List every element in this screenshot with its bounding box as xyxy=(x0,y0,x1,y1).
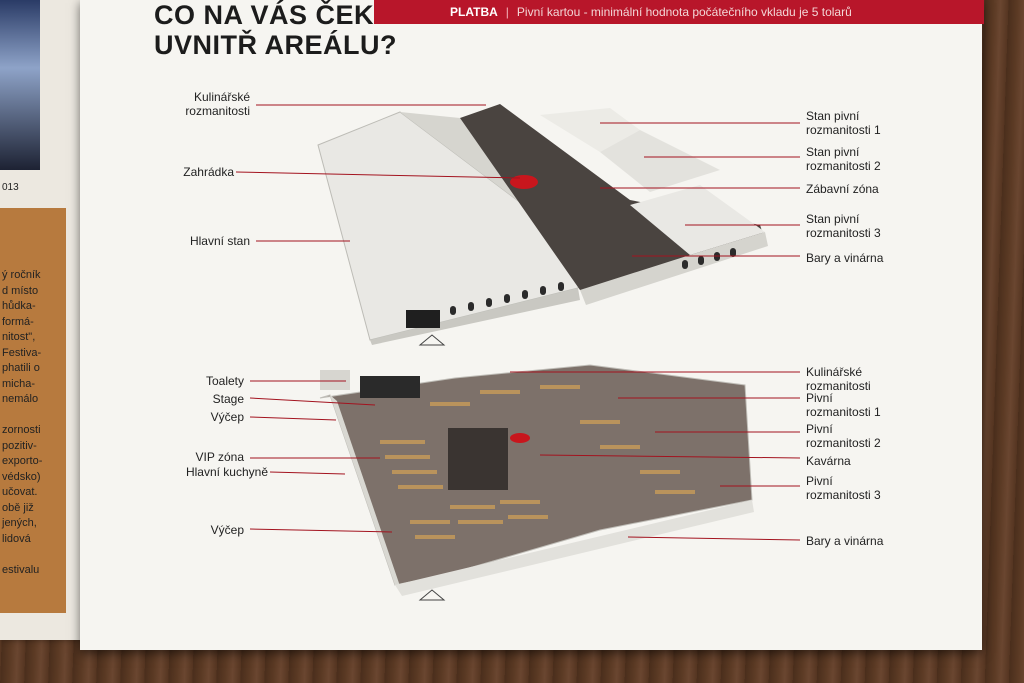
stan-3-roof xyxy=(630,185,765,255)
bottom-north-marker xyxy=(418,589,446,601)
label-kavarna: Kavárna xyxy=(806,454,851,468)
label-vycep-1: Výčep xyxy=(210,410,244,424)
label-pivni-3: Pivní rozmanitosti 3 xyxy=(806,474,881,502)
label-toalety: Toalety xyxy=(205,374,244,388)
floor-plan-left-wall xyxy=(330,395,402,592)
banner-text: Pivní kartou - minimální hodnota počáteč… xyxy=(516,5,852,19)
bottom-floor-plan xyxy=(319,364,754,601)
label-zahradka: Zahrádka xyxy=(183,165,234,179)
left-magazine-page: 013 ý ročník d místo hůdka- formá- nitos… xyxy=(0,0,84,640)
label-bary-bottom: Bary a vinárna xyxy=(806,534,884,548)
label-pivni-2: Pivní rozmanitosti 2 xyxy=(806,422,881,450)
label-vycep-2: Výčep xyxy=(210,523,244,537)
label-stan-2: Stan pivní rozmanitosti 2 xyxy=(806,145,881,173)
stage-block xyxy=(360,376,420,398)
label-stan-1: Stan pivní rozmanitosti 1 xyxy=(806,109,881,137)
label-zabavni-zona: Zábavní zóna xyxy=(806,182,879,196)
label-hlavni-kuchyne: Hlavní kuchyně xyxy=(185,465,268,479)
label-stage: Stage xyxy=(212,392,244,406)
heading-line-2: UVNITŘ AREÁLU? xyxy=(154,30,397,60)
stan-2-roof xyxy=(600,130,720,192)
top-tent-render xyxy=(317,104,768,346)
label-vip-zona: VIP zóna xyxy=(195,450,244,464)
side-wall xyxy=(580,232,768,305)
label-kulinarske-top: Kulinářské rozmanitosti xyxy=(185,90,250,118)
bench-rows xyxy=(380,385,695,539)
stan-1-roof xyxy=(540,108,640,152)
top-north-marker xyxy=(418,334,446,346)
zahradka-red-tent xyxy=(510,175,538,189)
left-magazine-year: 013 xyxy=(2,182,19,193)
payment-banner: PLATBA | Pivní kartou - minimální hodnot… xyxy=(374,0,984,24)
left-magazine-text: ý ročník d místo hůdka- formá- nitost", … xyxy=(2,269,43,576)
callout-leader-lines xyxy=(235,104,801,541)
heading-line-1: CO NA VÁS ČEKÁ xyxy=(154,0,395,30)
banner-separator: | xyxy=(505,5,509,19)
left-magazine-brown-column: ý ročník d místo hůdka- formá- nitost", … xyxy=(0,208,66,613)
banner-title: PLATBA xyxy=(450,5,498,19)
label-hlavni-stan: Hlavní stan xyxy=(189,234,250,248)
main-tent-wall xyxy=(370,288,580,345)
label-kulinarske-bottom: Kulinářské rozmanitosti xyxy=(806,365,871,393)
page-heading: CO NA VÁS ČEKÁ UVNITŘ AREÁLU? xyxy=(154,0,397,60)
left-magazine-photo xyxy=(0,0,40,170)
label-stan-3: Stan pivní rozmanitosti 3 xyxy=(806,212,881,240)
vip-zone-block xyxy=(448,428,508,490)
floor-plan-front-wall xyxy=(395,500,754,596)
label-pivni-1: Pivní rozmanitosti 1 xyxy=(806,391,881,419)
label-bary-top: Bary a vinárna xyxy=(806,251,884,265)
kavarna-red-tent xyxy=(510,433,530,443)
top-arched-windows xyxy=(406,248,736,328)
toalety-building xyxy=(320,370,350,390)
